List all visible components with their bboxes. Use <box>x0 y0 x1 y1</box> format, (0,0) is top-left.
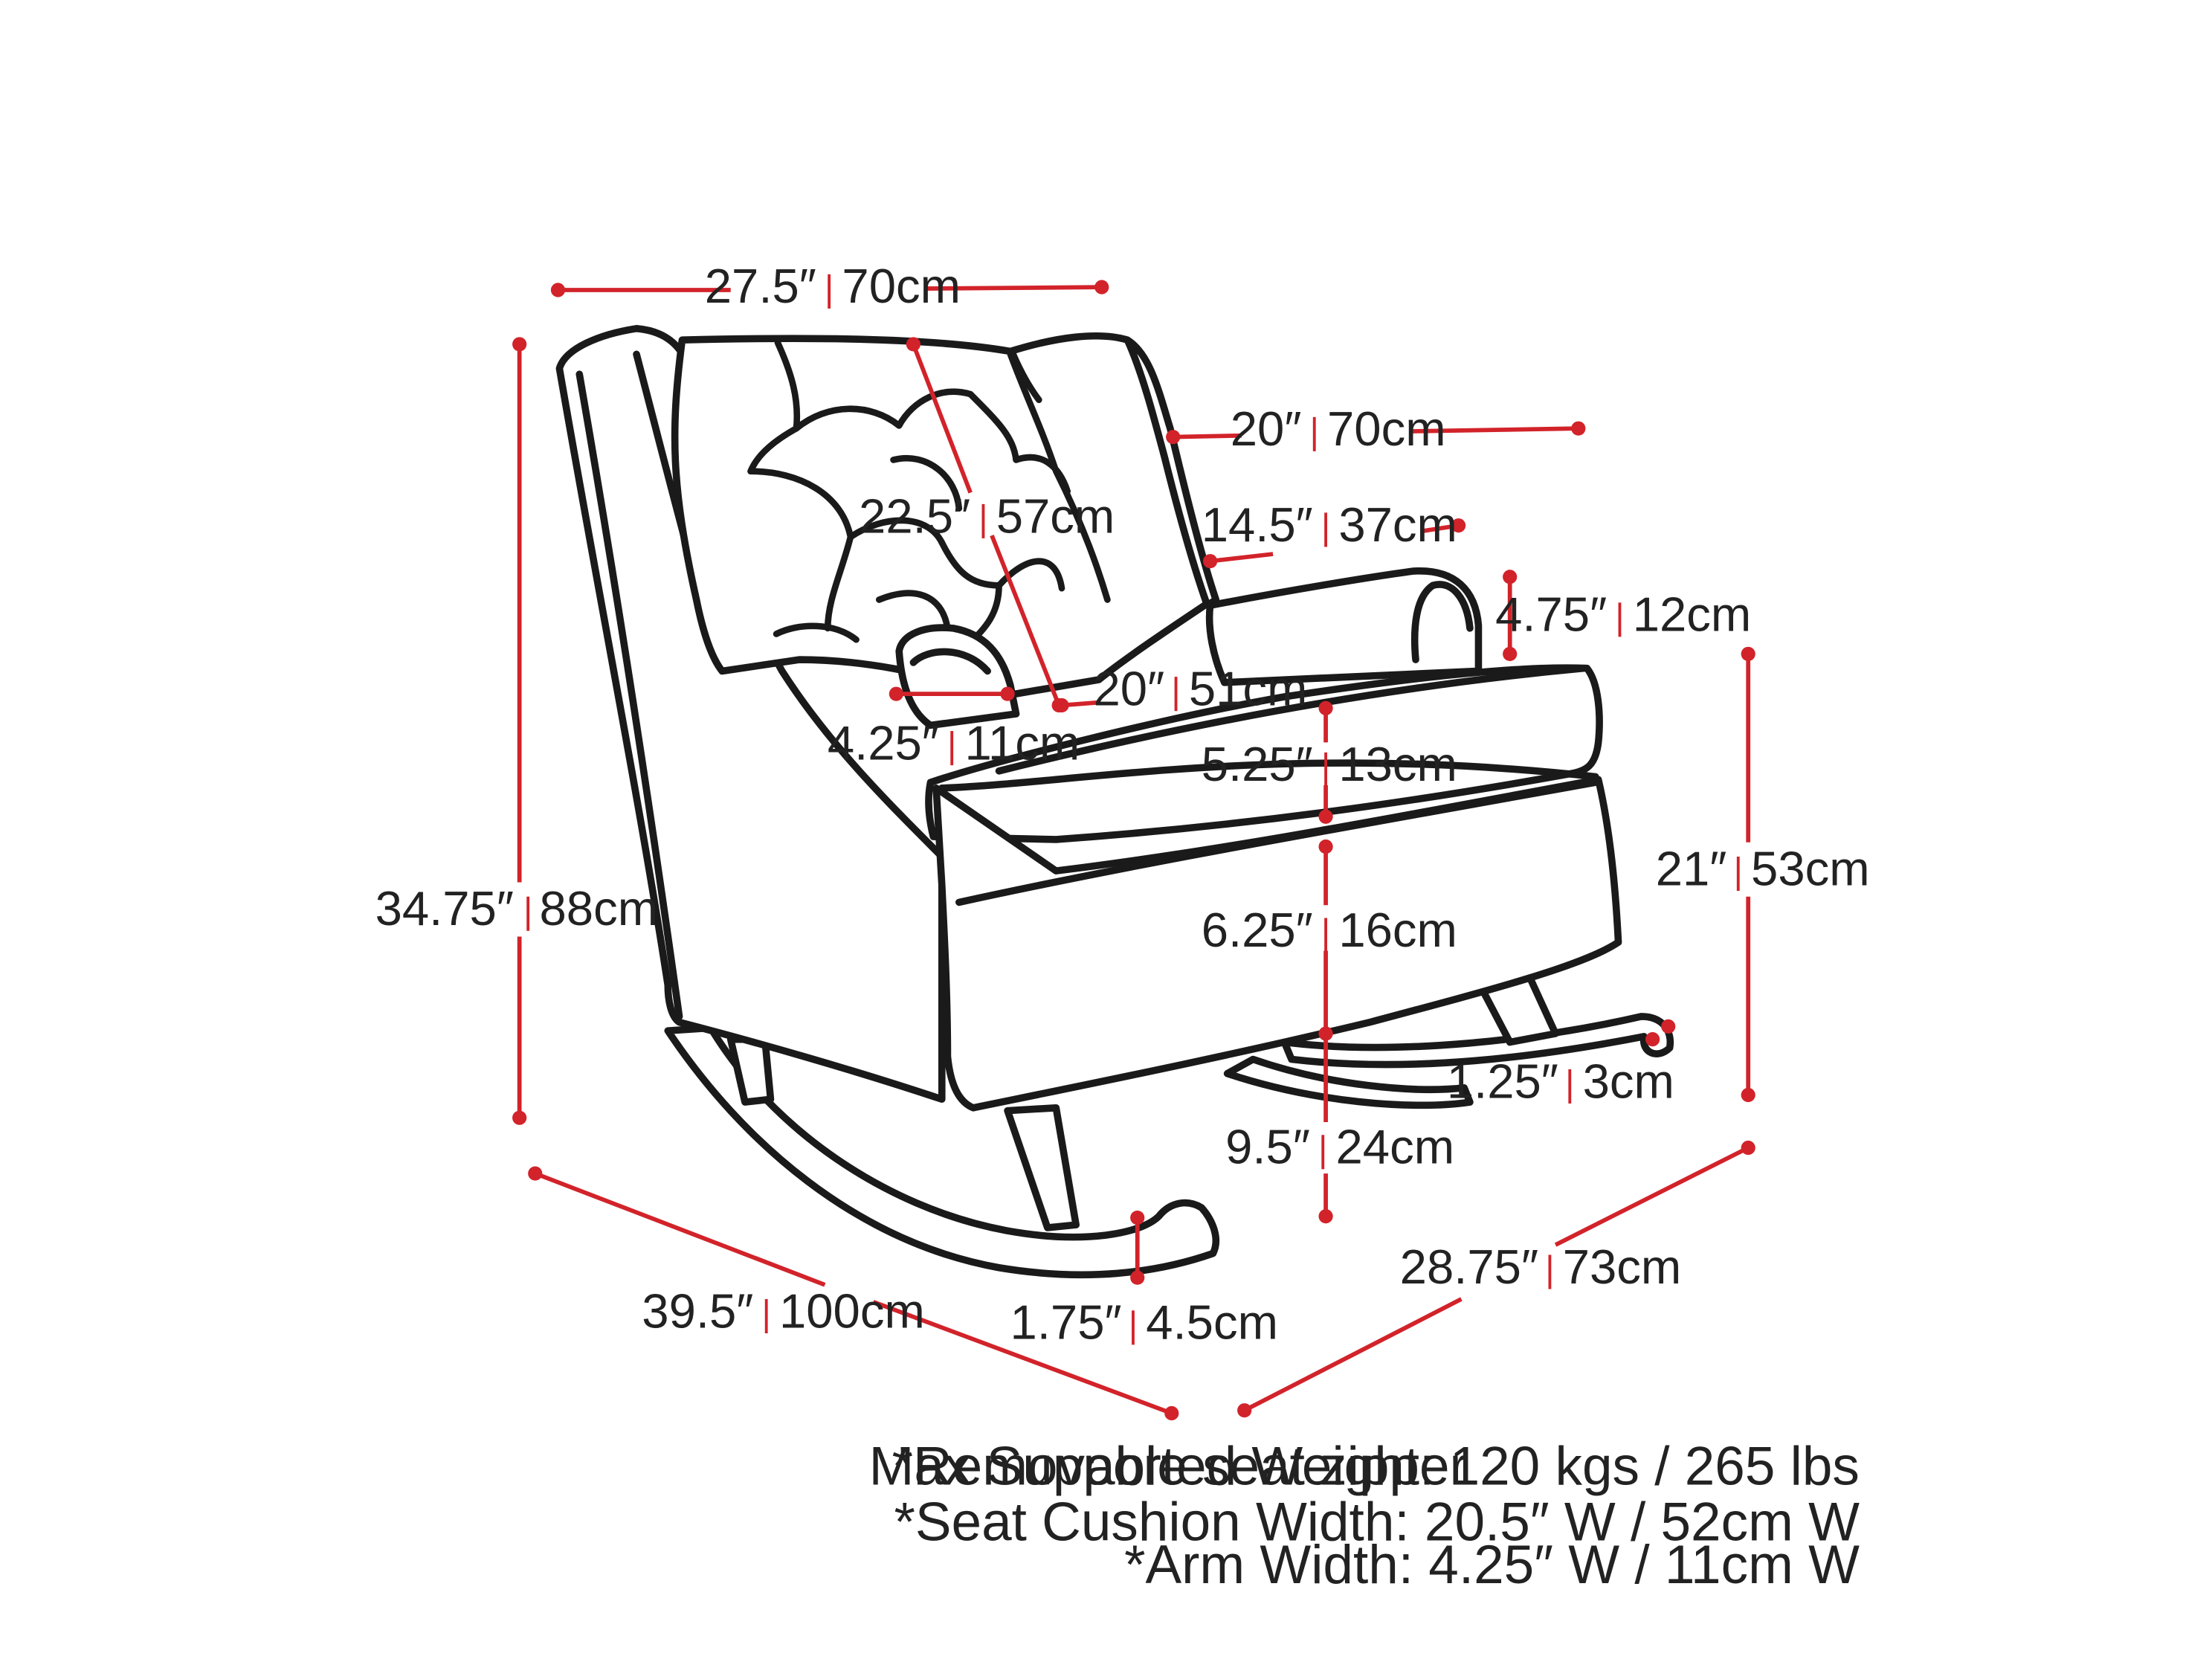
svg-text:12cm: 12cm <box>1633 587 1752 642</box>
left-panel-front-edge <box>575 370 683 1020</box>
seat-cushion <box>925 664 1603 843</box>
back-rocker <box>1223 1055 1474 1109</box>
label-arm-width: 4.25″ 11cm <box>828 715 1080 770</box>
back-arm <box>1205 567 1483 686</box>
svg-text:70cm: 70cm <box>1327 402 1446 456</box>
svg-text:11cm: 11cm <box>964 715 1080 770</box>
label-overall-height: 34.75″ 88cm <box>375 881 659 935</box>
svg-text:21″: 21″ <box>1656 841 1727 895</box>
note-zipper: *Removable seat zipper <box>892 1436 1468 1496</box>
svg-text:88cm: 88cm <box>540 881 659 935</box>
leg-front-right <box>1004 1104 1080 1231</box>
svg-text:1.25″: 1.25″ <box>1447 1054 1558 1108</box>
svg-text:4.75″: 4.75″ <box>1495 587 1607 642</box>
label-seat-height: 21″ 53cm <box>1656 841 1870 895</box>
label-cushion-height: 5.25″ 13cm <box>1202 737 1457 791</box>
seat-base-piping <box>955 779 1599 906</box>
svg-text:1.75″: 1.75″ <box>1010 1295 1122 1350</box>
label-back-diagonal: 22.5″ 57cm <box>859 489 1115 543</box>
svg-text:13cm: 13cm <box>1338 737 1457 791</box>
label-floor-clearance: 9.5″ 24cm <box>1225 1120 1454 1174</box>
svg-text:4.5cm: 4.5cm <box>1146 1295 1278 1350</box>
note-cushion-width: *Seat Cushion Width: 20.5″ W / 52cm W <box>894 1492 1860 1552</box>
label-back-depth: 20″ 70cm <box>1231 402 1446 456</box>
svg-text:20″: 20″ <box>1231 402 1302 456</box>
note-arm-width: *Arm Width: 4.25″ W / 11cm W <box>1124 1535 1860 1595</box>
front-rocker <box>664 1024 1219 1279</box>
svg-text:100cm: 100cm <box>779 1283 925 1338</box>
dimension-labels: 27.5″ 70cm 20″ 70cm 22.5″ 57cm 14.5″ 37c… <box>375 259 1870 1349</box>
svg-text:3cm: 3cm <box>1583 1054 1674 1108</box>
svg-text:27.5″: 27.5″ <box>705 259 816 313</box>
label-arm-height: 4.75″ 12cm <box>1495 587 1751 642</box>
label-top-width: 27.5″ 70cm <box>705 259 961 313</box>
label-seat-width: 20″ 51cm <box>1094 662 1308 716</box>
notes: *Removable seat zipper Max Supported Wei… <box>869 1436 1860 1594</box>
svg-text:34.75″: 34.75″ <box>375 881 514 935</box>
svg-text:5.25″: 5.25″ <box>1202 737 1313 791</box>
label-rocker-height: 1.75″ 4.5cm <box>1010 1295 1278 1350</box>
svg-text:16cm: 16cm <box>1338 903 1457 957</box>
svg-text:14.5″: 14.5″ <box>1202 497 1313 552</box>
front-arm-inner <box>909 648 991 675</box>
rocking-chair-drawing <box>555 325 1674 1279</box>
svg-text:28.75″: 28.75″ <box>1400 1240 1538 1294</box>
label-arm-depth: 14.5″ 37cm <box>1202 497 1457 552</box>
svg-text:22.5″: 22.5″ <box>859 489 970 543</box>
back-arm-front <box>1410 581 1474 663</box>
seat-cushion-top-edge <box>995 664 1588 775</box>
svg-text:20″: 20″ <box>1094 662 1165 716</box>
svg-text:53cm: 53cm <box>1751 841 1870 895</box>
label-rocker-width: 1.25″ 3cm <box>1447 1054 1674 1108</box>
dimension-lines <box>512 280 1755 1421</box>
label-overall-length: 39.5″ 100cm <box>642 1283 925 1338</box>
svg-text:37cm: 37cm <box>1338 497 1457 552</box>
svg-text:57cm: 57cm <box>996 489 1115 543</box>
svg-text:24cm: 24cm <box>1336 1120 1455 1174</box>
svg-text:73cm: 73cm <box>1563 1240 1682 1294</box>
svg-text:4.25″: 4.25″ <box>828 715 939 770</box>
svg-text:6.25″: 6.25″ <box>1202 903 1313 957</box>
back-rocker-tip <box>1280 1013 1674 1069</box>
seat-cushion-bottom <box>938 759 1599 792</box>
svg-text:70cm: 70cm <box>842 259 961 313</box>
svg-text:51cm: 51cm <box>1189 662 1308 716</box>
label-base-height: 6.25″ 16cm <box>1202 903 1457 957</box>
note-max-weight: Max Supported Weight: 120 kgs / 265 lbs <box>869 1436 1860 1496</box>
svg-text:39.5″: 39.5″ <box>642 1283 753 1338</box>
label-overall-depth: 28.75″ 73cm <box>1400 1240 1682 1294</box>
svg-text:9.5″: 9.5″ <box>1225 1120 1310 1174</box>
